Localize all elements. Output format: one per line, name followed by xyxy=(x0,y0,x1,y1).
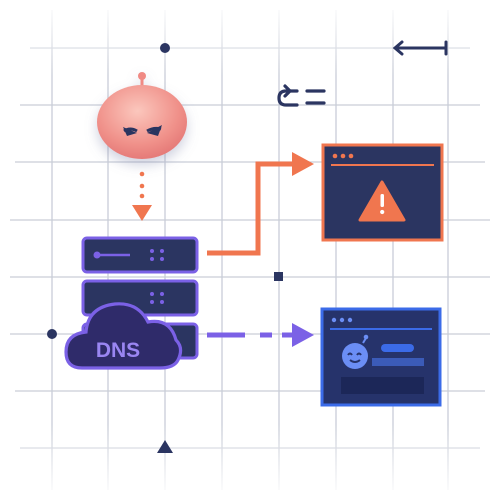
dns-cloud: DNS xyxy=(64,302,183,370)
grid-node xyxy=(160,43,170,53)
measure-arrow-icon xyxy=(392,40,448,56)
content-bar xyxy=(372,358,424,366)
content-bar xyxy=(341,377,424,394)
bot-face-icon xyxy=(97,72,187,159)
warning-triangle-icon xyxy=(358,180,406,222)
bot-to-server-arrow xyxy=(132,171,152,221)
malicious-route-arrow xyxy=(207,152,314,256)
grid-node xyxy=(47,329,57,339)
content-bar xyxy=(381,344,414,352)
redirect-arrow-icon xyxy=(277,84,326,107)
safe-site-window xyxy=(320,307,442,407)
friendly-bot-icon xyxy=(342,334,369,369)
safe-route-arrow xyxy=(207,323,314,347)
grid-node-triangle xyxy=(157,440,173,453)
cloud-label: DNS xyxy=(96,339,140,362)
blocked-site-window xyxy=(321,143,444,242)
grid-node xyxy=(274,272,283,281)
